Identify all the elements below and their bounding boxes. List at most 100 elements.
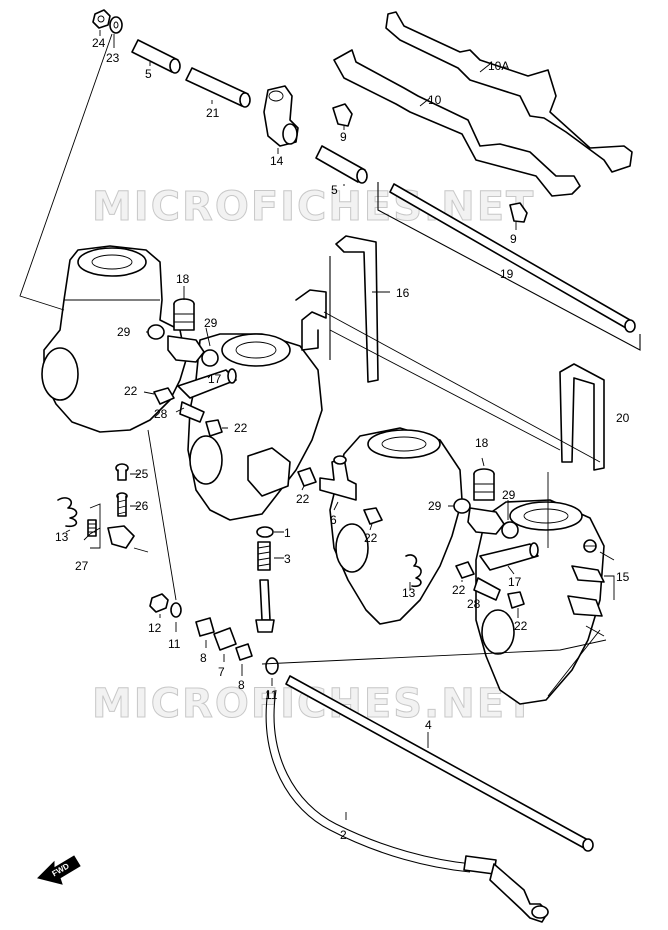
callout-6: 6 — [330, 513, 337, 527]
adjuster-rod — [255, 579, 275, 633]
callout-5a: 5 — [145, 67, 152, 81]
callout-28a: 28 — [154, 407, 168, 421]
callout-13a: 13 — [55, 530, 69, 544]
hose-5-middle — [315, 145, 368, 184]
callout-29b: 29 — [204, 316, 218, 330]
callout-29d: 29 — [502, 488, 516, 502]
oring-29-left-b — [201, 349, 219, 367]
fitting-22-left-b — [205, 419, 223, 437]
pipe-17-left — [177, 368, 237, 399]
callout-9b: 9 — [510, 232, 517, 246]
bracket-15-a — [571, 565, 605, 583]
callout-27: 27 — [75, 559, 89, 573]
spacer-8-right — [235, 643, 253, 661]
callout-20: 20 — [616, 411, 630, 425]
nut-24 — [92, 9, 111, 29]
callout-22e: 22 — [452, 583, 466, 597]
callout-13b: 13 — [402, 586, 416, 600]
callout-labels: 24 23 5 21 14 9 10 10A 5 9 19 16 18 29 2… — [55, 36, 630, 842]
callout-24: 24 — [92, 36, 106, 50]
bracket-15-lines — [585, 625, 605, 637]
clip-9-top — [332, 103, 353, 127]
hose-20 — [323, 311, 605, 471]
callout-11b: 11 — [265, 688, 278, 702]
hose-16 — [295, 235, 379, 383]
callout-8b: 8 — [238, 678, 245, 692]
bracket-10A — [385, 11, 633, 173]
tee-joint-6 — [319, 455, 357, 501]
callout-15: 15 — [616, 570, 630, 584]
cable-4 — [285, 675, 594, 852]
callout-17b: 17 — [508, 575, 522, 589]
callout-22a: 22 — [124, 384, 138, 398]
bracket-15-b — [567, 595, 603, 617]
callout-11a: 11 — [168, 637, 181, 651]
callout-8a: 8 — [200, 651, 207, 665]
callout-22c: 22 — [296, 492, 310, 506]
joint-left — [167, 335, 205, 363]
callout-4: 4 — [425, 718, 432, 732]
washer-11-left — [170, 602, 182, 618]
cable-2 — [265, 689, 549, 923]
callout-10A: 10A — [488, 59, 509, 73]
bolt-15-a — [583, 539, 597, 553]
fwd-arrow-icon: FWD — [37, 855, 81, 885]
nipple-28-right — [473, 577, 501, 601]
fitting-22-right-b — [507, 591, 525, 609]
fitting-22-center-b — [363, 507, 383, 525]
washer-23 — [109, 16, 123, 34]
spacer-8-left — [195, 617, 215, 637]
spring-13-left — [57, 497, 78, 528]
callout-22f: 22 — [514, 619, 528, 633]
callout-29c: 29 — [428, 499, 442, 513]
fitting-22-right-a — [455, 561, 475, 579]
carburetor-body-right-a — [329, 427, 463, 625]
callout-23: 23 — [106, 51, 120, 65]
spacer-7 — [213, 627, 237, 651]
callout-28b: 28 — [467, 597, 481, 611]
callout-21: 21 — [206, 106, 220, 120]
callout-5b: 5 — [331, 183, 338, 197]
fitting-22-left-a — [153, 387, 175, 405]
callout-3: 3 — [284, 552, 291, 566]
bracket-26-lines — [89, 503, 101, 549]
callout-14: 14 — [270, 154, 284, 168]
washer-11-right — [265, 657, 279, 675]
screw-27 — [87, 519, 97, 537]
callout-22b: 22 — [234, 421, 248, 435]
callout-25: 25 — [135, 467, 149, 481]
fitting-22-center-a — [297, 467, 317, 487]
oring-29-left-a — [147, 324, 165, 340]
callout-12: 12 — [148, 621, 162, 635]
hose-21 — [185, 67, 251, 108]
watermark-top: MICROFICHES.NET — [92, 184, 535, 230]
callout-18a: 18 — [176, 272, 190, 286]
callout-7: 7 — [218, 665, 225, 679]
carburetor-body-center — [187, 333, 323, 521]
pipe-17-right — [479, 542, 539, 571]
callout-22d: 22 — [364, 531, 378, 545]
oring-29-right-a — [453, 498, 471, 514]
bracket-10 — [333, 49, 581, 197]
spring-13-right — [405, 554, 422, 588]
holder-left — [107, 525, 135, 549]
screw-26 — [116, 492, 128, 517]
rod-19 — [389, 183, 636, 333]
callout-26: 26 — [135, 499, 149, 513]
callout-29a: 29 — [117, 325, 131, 339]
callout-10: 10 — [428, 93, 442, 107]
callout-16: 16 — [396, 286, 410, 300]
nut-12 — [149, 593, 169, 613]
callout-1: 1 — [284, 526, 291, 540]
callout-2: 2 — [340, 828, 347, 842]
watermark-bottom: MICROFICHES.NET — [92, 681, 535, 727]
screw-3 — [257, 541, 271, 571]
screw-25 — [115, 463, 129, 481]
joint-14 — [263, 85, 299, 147]
carburetor-body-left — [41, 245, 187, 433]
oring-29-right-b — [501, 521, 519, 539]
leader-lines — [19, 30, 615, 820]
callout-18b: 18 — [475, 436, 489, 450]
clip-9-right — [509, 202, 528, 223]
